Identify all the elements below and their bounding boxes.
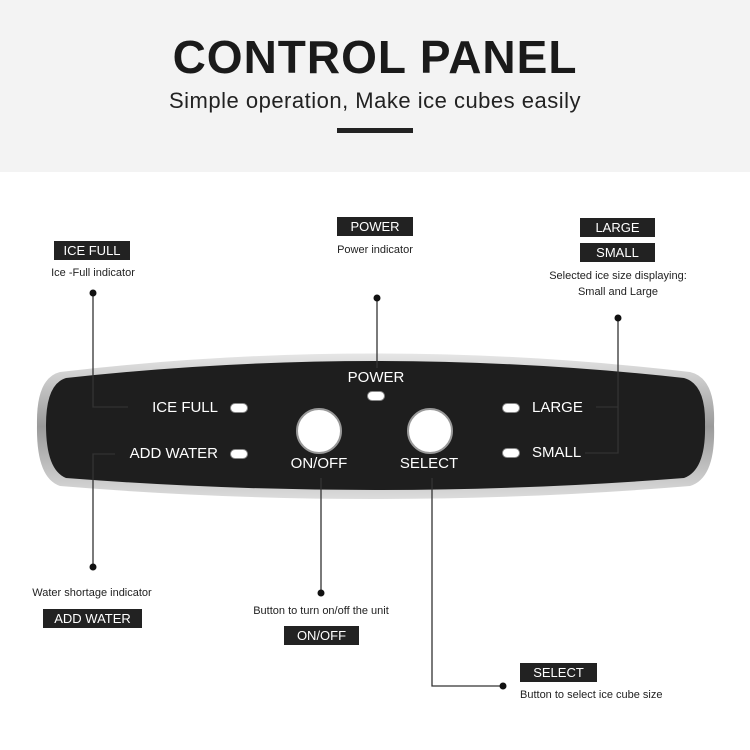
add-water-tag: ADD WATER — [43, 609, 142, 628]
panel-small-label: SMALL — [532, 444, 582, 461]
select-dot — [499, 682, 507, 690]
size-caption-line1: Selected ice size displaying: — [549, 270, 687, 282]
size-caption-line2: Small and Large — [577, 286, 659, 298]
ice-full-caption: Ice -Full indicator — [51, 267, 135, 279]
ice-full-dot — [89, 289, 97, 297]
panel-ice-full-label: ICE FULL — [152, 399, 218, 416]
ice-full-led — [230, 403, 248, 413]
panel-add-water-label: ADD WATER — [129, 445, 218, 462]
power-dot — [373, 294, 381, 302]
power-led — [367, 391, 385, 401]
panel-on-off-label: ON/OFF — [290, 455, 348, 472]
on-off-button[interactable] — [296, 408, 342, 454]
panel-power-label: POWER — [347, 369, 405, 386]
panel-face — [46, 361, 706, 490]
size-dot — [614, 314, 622, 322]
add-water-led — [230, 449, 248, 459]
small-led — [502, 448, 520, 458]
select-tag: SELECT — [520, 663, 597, 682]
panel-select-label: SELECT — [399, 455, 459, 472]
select-button[interactable] — [407, 408, 453, 454]
small-tag: SMALL — [580, 243, 655, 262]
header-banner — [0, 0, 750, 172]
page-subtitle: Simple operation, Make ice cubes easily — [168, 88, 582, 113]
add-water-caption: Water shortage indicator — [32, 587, 152, 599]
power-tag: POWER — [337, 217, 413, 236]
ice-full-tag: ICE FULL — [54, 241, 130, 260]
select-caption: Button to select ice cube size — [520, 689, 663, 701]
page-title: CONTROL PANEL — [172, 31, 578, 83]
on-off-caption: Button to turn on/off the unit — [253, 605, 389, 617]
add-water-dot — [89, 563, 97, 571]
title-underline — [337, 128, 413, 133]
power-caption: Power indicator — [337, 244, 413, 256]
large-tag: LARGE — [580, 218, 655, 237]
large-led — [502, 403, 520, 413]
on-off-tag: ON/OFF — [284, 626, 359, 645]
panel-large-label: LARGE — [532, 399, 583, 416]
on-off-dot — [317, 589, 325, 597]
